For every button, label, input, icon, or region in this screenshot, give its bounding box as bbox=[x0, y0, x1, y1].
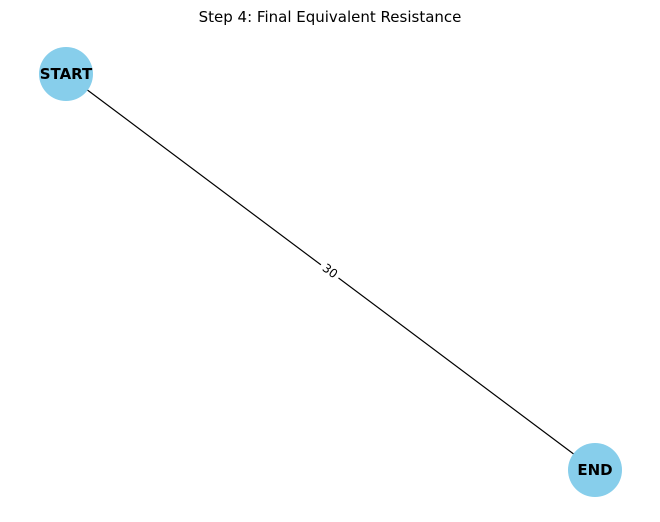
node-end-circle bbox=[568, 443, 622, 497]
node-start-circle bbox=[39, 47, 93, 101]
edge-label-background bbox=[315, 257, 345, 285]
node-start-label: START bbox=[40, 65, 93, 83]
node-start: START bbox=[39, 47, 93, 101]
edge-start-end: 30 bbox=[65, 73, 596, 471]
node-end-label: END bbox=[577, 461, 612, 479]
diagram-title: Step 4: Final Equivalent Resistance bbox=[198, 8, 462, 26]
node-end: END bbox=[568, 443, 622, 497]
